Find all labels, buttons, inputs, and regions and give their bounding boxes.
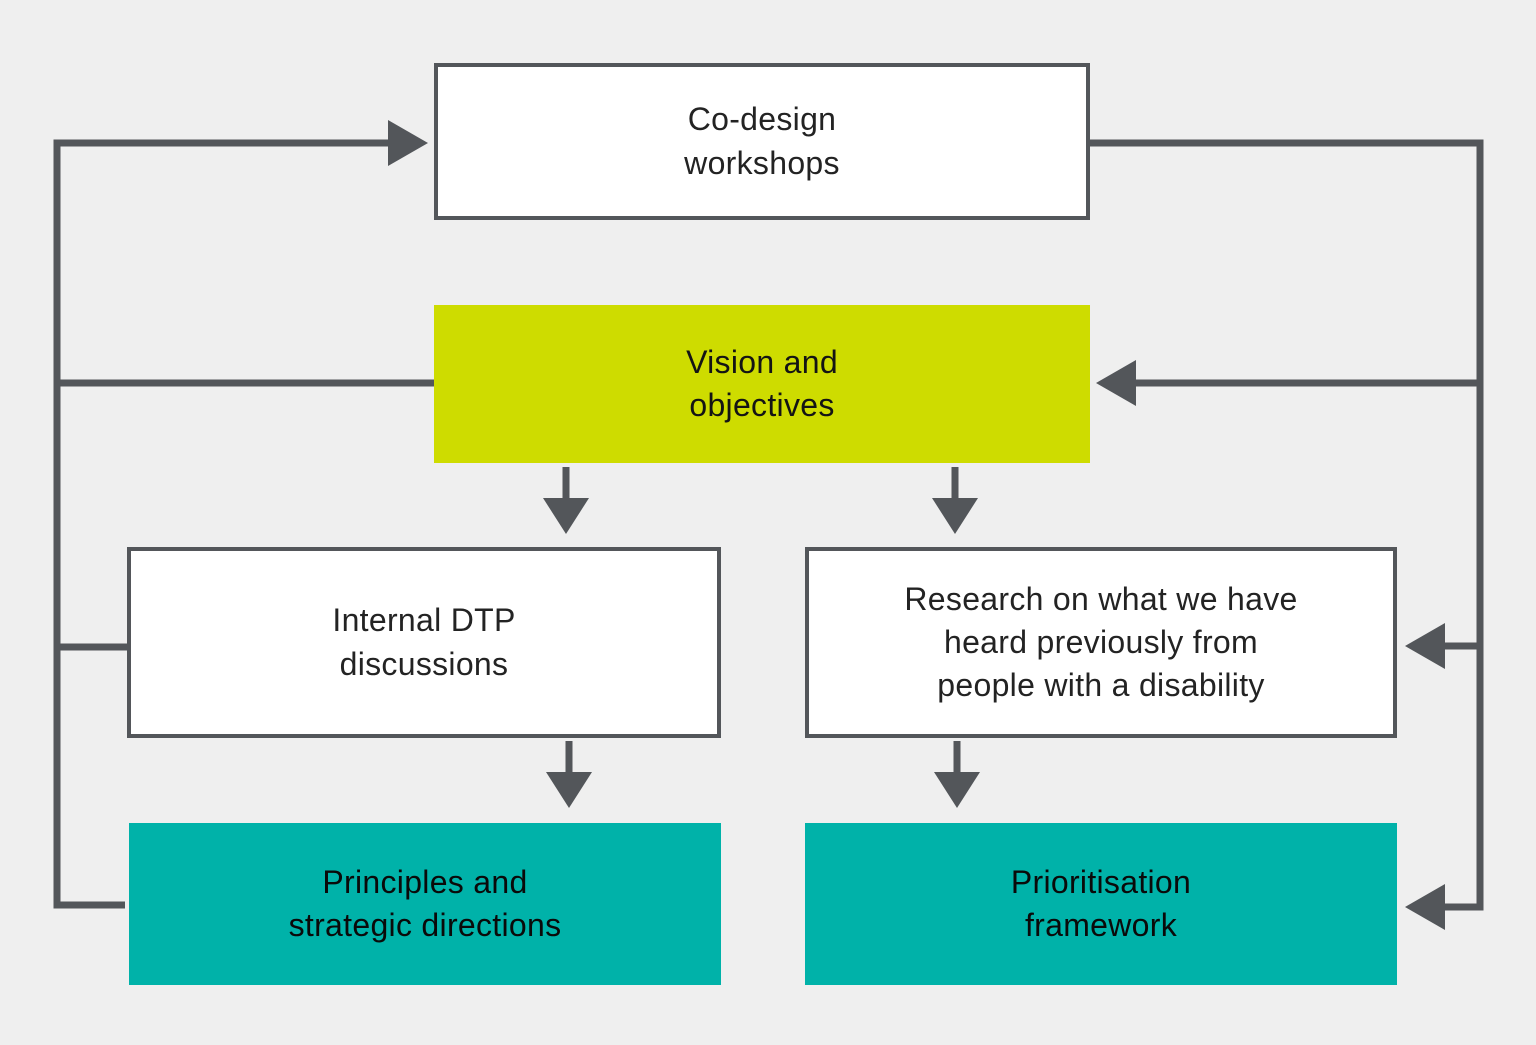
left-loop-line [53,139,402,909]
arrowhead-into-codesign [388,120,428,166]
node-principles-strategic-directions: Principles and strategic directions [129,823,721,985]
arrowhead-vision-to-research [932,498,978,534]
arrowhead-into-prioritisation [1405,884,1445,930]
node-internal-dtp-discussions: Internal DTP discussions [127,547,721,738]
node-research-previously-heard-label: Research on what we have heard previousl… [904,580,1298,704]
node-prioritisation-framework: Prioritisation framework [805,823,1397,985]
node-prioritisation-framework-label: Prioritisation framework [1010,863,1192,943]
arrowhead-vision-to-internal [543,498,589,534]
node-vision-and-objectives: Vision and objectives [434,305,1090,463]
node-co-design-workshops: Co-design workshops [434,63,1090,220]
node-co-design-workshops-label: Co-design workshops [684,101,840,181]
arrowhead-internal-to-principles [546,772,592,808]
arrowhead-research-to-prioritisation [934,772,980,808]
node-internal-dtp-discussions-label: Internal DTP discussions [332,602,516,682]
node-vision-and-objectives-label: Vision and objectives [686,343,838,423]
node-principles-strategic-directions-label: Principles and strategic directions [288,863,562,943]
arrowhead-into-vision [1096,360,1136,406]
right-loop-line [1090,139,1484,911]
node-research-previously-heard: Research on what we have heard previousl… [805,547,1397,738]
arrowhead-into-research [1405,623,1445,669]
